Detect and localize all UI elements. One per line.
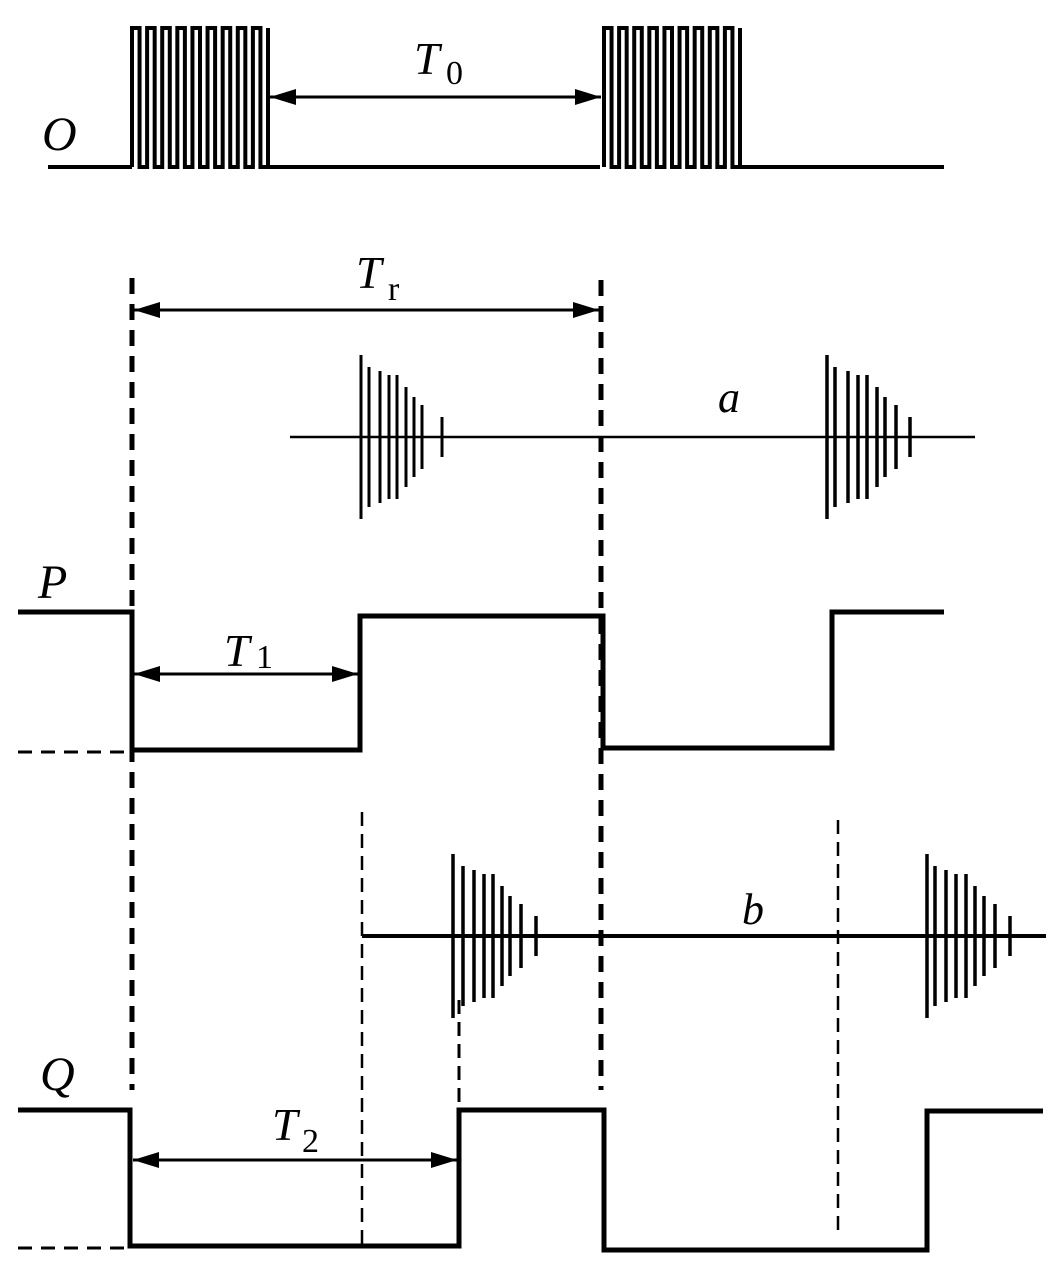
label-t1-sub: 1 [256,639,273,676]
interval-arrows-group [133,89,601,1168]
label-p: P [37,556,67,609]
arrow-t0-head-right [575,89,601,105]
label-o: O [42,108,77,161]
arrow-t0-head-left [270,89,296,105]
echo-b-group [362,854,1046,1018]
signal-p-group [18,609,944,753]
arrow-t1-head-right [332,666,358,682]
label-tr-main: T [356,247,385,298]
arrow-tr-head-right [573,302,599,318]
label-t2-main: T [272,1099,301,1150]
guide-lines-group [18,278,840,1250]
arrow-t2-head-right [431,1152,457,1168]
signal-o-burst-1 [130,26,270,169]
label-q: Q [40,1048,75,1101]
label-t1: T 1 [224,625,273,676]
label-tr-sub: r [388,271,400,308]
echo-a-group [290,355,975,519]
arrow-tr-head-left [134,302,160,318]
label-tr: T r [356,247,400,308]
signal-q-waveform [18,1107,1043,1253]
label-t0-sub: 0 [446,55,463,92]
label-t0: T 0 [414,33,463,92]
label-t1-main: T [224,625,253,676]
label-t0-main: T [414,33,443,84]
label-a: a [718,373,740,422]
arrow-t1-head-left [134,666,160,682]
signal-q-group [18,1107,1043,1253]
signal-o-group [48,26,944,169]
signal-o-burst-2 [602,26,742,169]
signal-p-waveform [18,609,944,753]
label-t2: T 2 [272,1099,319,1160]
label-t2-sub: 2 [302,1123,319,1160]
label-b: b [742,885,764,934]
arrow-t2-head-left [133,1152,159,1168]
